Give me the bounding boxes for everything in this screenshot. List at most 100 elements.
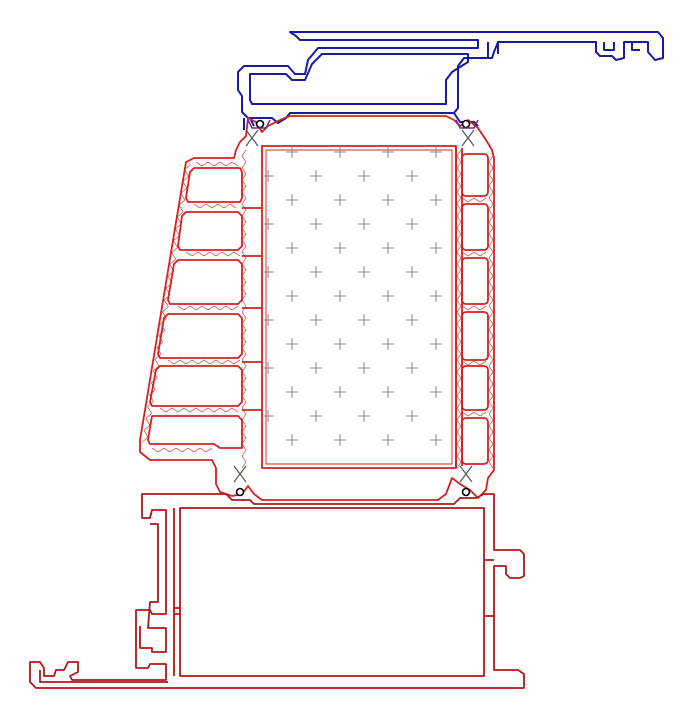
insulation-cross-mark [430, 386, 442, 398]
sash-right-chamber-6 [461, 417, 489, 465]
insulation-cross-mark [310, 218, 322, 230]
hatch-sash-right-separator [461, 197, 487, 203]
sash-hatching [141, 149, 494, 469]
insulation-cross-mark [310, 266, 322, 278]
infill-pocket [261, 145, 457, 469]
insulation-cross-mark [430, 434, 442, 446]
insulation-cross-mark [262, 362, 274, 374]
frame-main-chamber [179, 507, 485, 677]
insulation-cross-mark [334, 434, 346, 446]
insulation-cross-mark [334, 290, 346, 302]
hatch-sash-right-separator [461, 305, 487, 311]
gasket-top-right [461, 119, 471, 129]
insulation-cross-mark [406, 314, 418, 326]
hatch-sash-separator [195, 161, 239, 167]
insulation-cross-mark [286, 386, 298, 398]
insulation-infill [262, 146, 442, 446]
insulation-cross-mark [406, 362, 418, 374]
hatch-sash-left-wall [241, 149, 247, 469]
gasket-top-left [255, 119, 265, 129]
top-profile-inner [249, 53, 469, 105]
insulation-cross-mark [382, 194, 394, 206]
frame-profile [29, 493, 525, 689]
insulation-cross-mark [358, 218, 370, 230]
sash-ribs-left [242, 207, 262, 411]
insulation-cross-mark [430, 146, 442, 158]
insulation-cross-mark [430, 242, 442, 254]
insulation-cross-mark [382, 338, 394, 350]
hatch-sash-outer-face [141, 164, 191, 443]
insulation-cross-mark [334, 146, 346, 158]
insulation-cross-mark [358, 410, 370, 422]
sash-chamber-3 [167, 259, 243, 305]
frame-left-hook [139, 523, 167, 653]
insulation-cross-mark [286, 194, 298, 206]
insulation-cross-mark [286, 434, 298, 446]
sash-right-chamber-4 [461, 311, 489, 361]
thermal-breaks [233, 129, 475, 483]
seal-top-right [455, 119, 479, 129]
insulation-cross-mark [406, 170, 418, 182]
insulation-cross-mark [334, 338, 346, 350]
sash-right-wall [455, 146, 463, 468]
sash-right-chamber-5 [461, 365, 489, 411]
insulation-cross-mark [310, 410, 322, 422]
insulation-cross-mark [286, 242, 298, 254]
gasket-bottom-right [461, 487, 471, 497]
thermal-break-bottom-left [233, 465, 247, 483]
insulation-cross-mark [382, 242, 394, 254]
sash-chamber-4 [157, 313, 243, 359]
sash-right-chamber-1 [461, 153, 489, 197]
insulation-cross-mark [334, 386, 346, 398]
insulation-cross-mark [262, 170, 274, 182]
insulation-cross-mark [358, 170, 370, 182]
frame-bottom-lip [39, 670, 168, 683]
hatch-sash-separator [151, 447, 213, 453]
hatch-sash-right-outer-wall [488, 155, 494, 469]
thermal-break-bottom-right [459, 465, 473, 483]
hatch-sash-separator [167, 359, 241, 365]
hatch-sash-right-separator [461, 411, 487, 417]
insulation-cross-mark [430, 194, 442, 206]
thermal-break-top-left [245, 129, 259, 147]
insulation-cross-mark [262, 314, 274, 326]
hatch-sash-right-separator [461, 251, 487, 257]
insulation-cross-mark [358, 314, 370, 326]
sash-right-chamber-2 [461, 203, 489, 251]
insulation-cross-mark [358, 266, 370, 278]
hatch-sash-separator [193, 203, 237, 209]
top-profile-clip [487, 42, 499, 58]
gasket-purple-seals [247, 119, 479, 129]
insulation-cross-mark [310, 170, 322, 182]
insulation-cross-mark [310, 362, 322, 374]
hatch-sash-right-separator [461, 360, 487, 366]
top-profile-hook [603, 42, 640, 51]
insulation-cross-mark [262, 410, 274, 422]
insulation-cross-mark [286, 146, 298, 158]
frame-inner-wall [173, 508, 180, 676]
insulation-cross-mark [382, 386, 394, 398]
insulation-cross-mark [286, 290, 298, 302]
insulation-cross-mark [310, 314, 322, 326]
top-profile-outer [237, 31, 664, 124]
insulation-cross-mark [406, 266, 418, 278]
sash-chamber-6 [147, 415, 243, 449]
hatch-sash-separator [185, 251, 241, 257]
gaskets [235, 119, 471, 497]
sash-chamber-5 [149, 365, 243, 407]
insulation-cross-mark [430, 338, 442, 350]
insulation-cross-mark [358, 362, 370, 374]
insulation-cross-mark [262, 266, 274, 278]
sash-outer-contour [139, 115, 495, 501]
frame-right-fin [484, 559, 494, 617]
infill-inner-line [265, 149, 453, 465]
insulation-cross-mark [286, 338, 298, 350]
hatch-sash-right-wall [456, 149, 462, 469]
sash-chamber-2 [177, 211, 243, 251]
hatch-sash-separator [177, 305, 239, 311]
insulation-cross-mark [334, 242, 346, 254]
insulation-cross-mark [334, 194, 346, 206]
insulation-cross-mark [406, 410, 418, 422]
